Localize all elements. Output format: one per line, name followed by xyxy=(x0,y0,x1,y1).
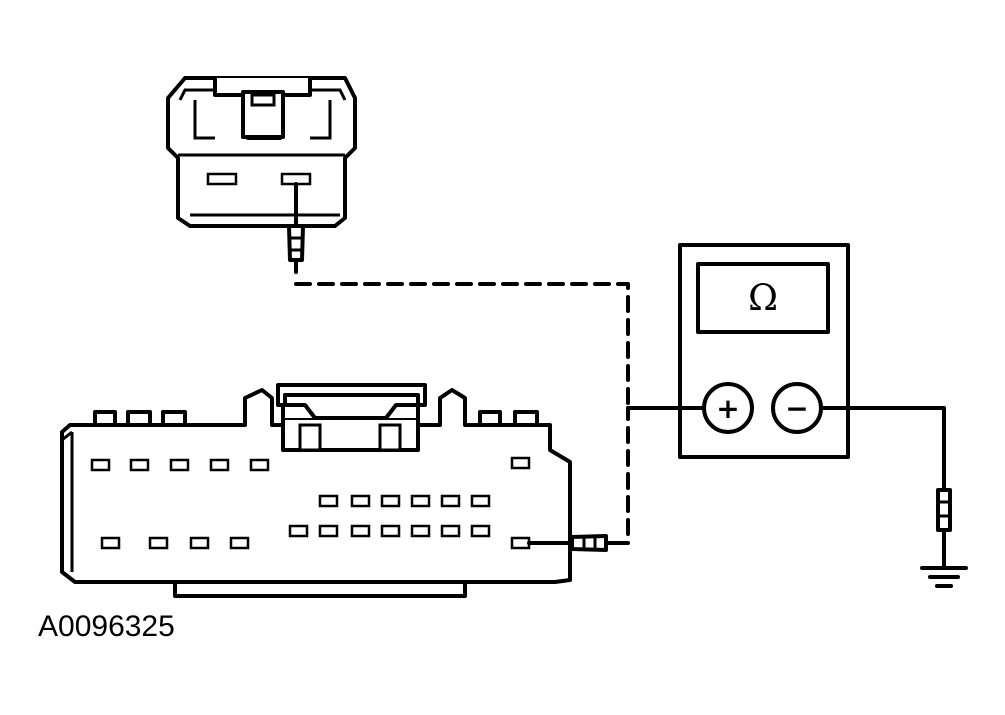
figure-id-label: A0096325 xyxy=(38,610,175,643)
negative-lead-wire xyxy=(819,406,946,492)
probe-large-connector xyxy=(527,534,616,552)
ground-symbol-icon xyxy=(920,488,968,588)
positive-terminal-sign: + xyxy=(716,392,739,425)
large-connector-icon xyxy=(60,383,572,598)
meter-display-symbol: Ω xyxy=(748,278,778,319)
dashed-test-lead-top xyxy=(294,282,630,410)
negative-terminal-sign: − xyxy=(785,392,808,425)
dashed-test-lead-bottom xyxy=(612,406,630,545)
ohmmeter-icon xyxy=(678,243,850,459)
small-connector-icon xyxy=(166,76,357,274)
